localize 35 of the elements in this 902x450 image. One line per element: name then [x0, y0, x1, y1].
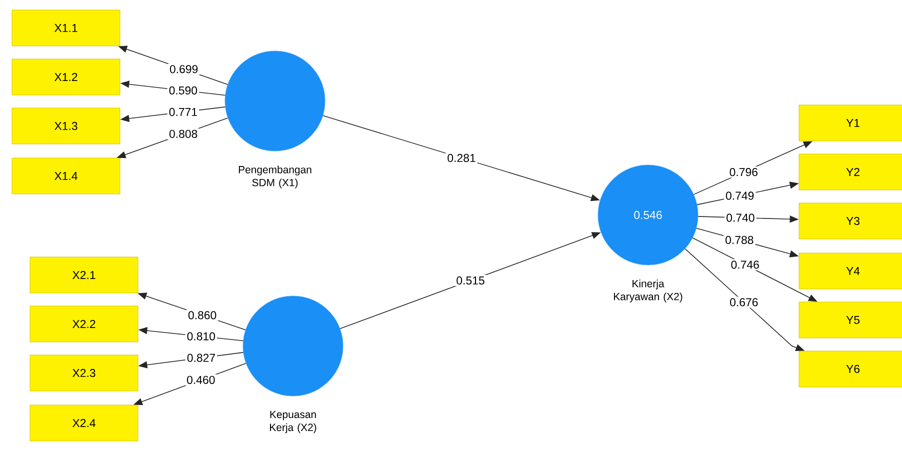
edge-label: 0.810 [185, 330, 217, 342]
edge-label: 0.860 [186, 310, 218, 321]
indicator-box: X1.2 [12, 58, 120, 96]
edge-label: 0.676 [728, 296, 760, 308]
indicator-box: X1.4 [12, 158, 120, 194]
edge-label: 0.749 [724, 190, 756, 202]
indicator-box: X2.1 [30, 256, 138, 294]
edge-label: 0.590 [167, 84, 199, 96]
edge-label: 0.827 [185, 352, 218, 364]
construct-name: Kinerja Karyawan (X2) [614, 280, 682, 302]
edge-label: 0.808 [168, 128, 200, 140]
indicator-box: Y1 [798, 104, 902, 142]
edge-label: 0.281 [446, 152, 478, 164]
edge-label: 0.699 [168, 64, 200, 75]
indicator-box: X1.1 [12, 10, 120, 46]
construct-name: Kepuasan Kerja (X2) [270, 410, 316, 434]
indicator-box: Y5 [798, 302, 902, 338]
construct-circle [224, 50, 326, 152]
indicator-box: X2.2 [30, 306, 138, 342]
indicator-box: Y3 [798, 202, 902, 240]
edge-label: 0.771 [167, 106, 200, 118]
construct-circle [242, 296, 344, 396]
indicator-box: Y4 [798, 252, 902, 290]
indicator-box: X2.4 [30, 404, 138, 442]
indicator-box: X2.3 [30, 354, 138, 392]
edge-label: 0.796 [728, 166, 760, 178]
edge-label: 0.746 [729, 259, 761, 270]
indicator-box: Y2 [798, 154, 902, 190]
construct-name: Pengembangan SDM (X1) [238, 166, 312, 188]
edge-label: 0.515 [454, 274, 486, 286]
indicator-box: X1.3 [12, 108, 120, 144]
edge-label: 0.460 [185, 374, 217, 386]
indicator-box: Y6 [798, 350, 902, 388]
edge-label: 0.788 [724, 234, 756, 246]
edge-label: 0.740 [724, 212, 756, 224]
